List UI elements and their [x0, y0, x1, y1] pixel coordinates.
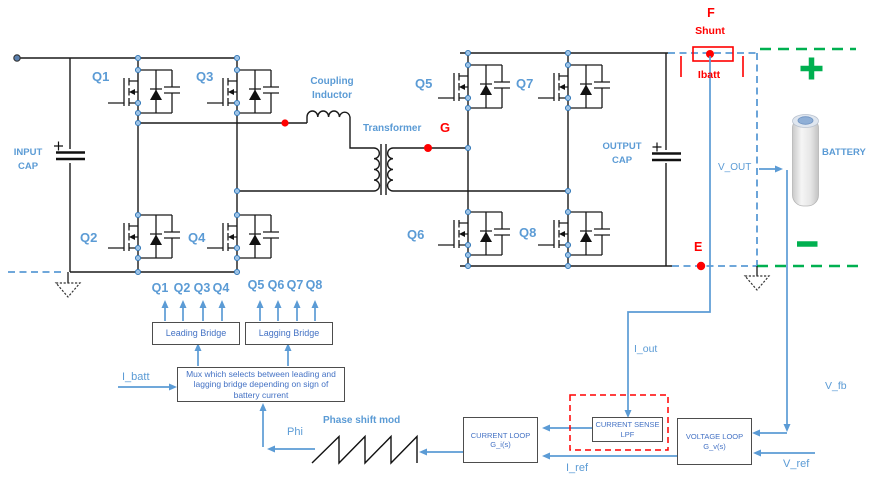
transformer-icon — [373, 144, 394, 195]
current-loop-label-line1: CURRENT LOOP — [470, 430, 531, 440]
mosfet-q2 — [107, 211, 181, 262]
coupling-inductor-label-line2: Inductor — [312, 90, 352, 101]
mosfet-q4 — [206, 211, 280, 262]
v-ref-label: V_ref — [783, 458, 810, 470]
test-point-f-label: F — [707, 6, 715, 20]
lagging-bridge-block: Lagging Bridge — [245, 322, 333, 345]
battery-terminal-dashed-blue — [8, 52, 758, 273]
ground-icon — [743, 266, 771, 291]
mosfet-q6 — [437, 208, 511, 259]
mosfet-q7 — [537, 61, 611, 112]
label-q6: Q6 — [407, 227, 425, 242]
label-q1: Q1 — [92, 69, 110, 84]
current-sense-label-line1: CURRENT SENSE — [595, 420, 660, 430]
control-signal-lines — [118, 56, 815, 460]
input-cap-label-line1: INPUT — [13, 147, 43, 158]
label-q3: Q3 — [196, 69, 214, 84]
mosfet-q3 — [206, 66, 280, 117]
gate-signal-q1: Q1 — [151, 281, 169, 295]
current-sense-lpf-block: CURRENT SENSE LPF — [592, 417, 663, 442]
gate-signal-q8: Q8 — [305, 278, 323, 292]
shunt-label: Shunt — [695, 25, 725, 37]
sawtooth-waveform-icon — [311, 434, 418, 465]
lagging-bridge-label: Lagging Bridge — [258, 327, 320, 338]
test-point-g-label: G — [440, 120, 451, 135]
i-batt-label: I_batt — [122, 371, 150, 383]
voltage-loop-label-line1: VOLTAGE LOOP — [685, 432, 744, 442]
test-point-g-dot — [424, 144, 432, 152]
gate-signal-q2: Q2 — [173, 281, 191, 295]
ibatt-label: Ibatt — [697, 69, 721, 81]
voltage-loop-block: VOLTAGE LOOP G_v(s) — [677, 418, 752, 465]
shunt-resistor-icon — [680, 46, 744, 77]
bridge-phase-node-dot — [281, 119, 289, 127]
input-cap-label-line2: CAP — [17, 161, 39, 172]
v-fb-label: V_fb — [825, 380, 847, 392]
label-q5: Q5 — [415, 76, 433, 91]
coupling-inductor-label-line1: Coupling — [310, 76, 354, 87]
ground-icon — [54, 272, 82, 298]
output-cap-label-line2: CAP — [611, 155, 633, 166]
label-q7: Q7 — [516, 76, 534, 91]
mosfet-q5 — [437, 61, 511, 112]
label-q8: Q8 — [519, 225, 537, 240]
current-sense-label-line2: LPF — [620, 429, 635, 439]
test-point-e-label: E — [694, 240, 703, 254]
input-terminal — [13, 54, 21, 62]
label-q2: Q2 — [80, 230, 98, 245]
mux-block: Mux which selects between leading and la… — [177, 367, 345, 402]
label-q4: Q4 — [188, 230, 206, 245]
gate-signal-q6: Q6 — [267, 278, 285, 292]
voltage-loop-label-line2: G_v(s) — [703, 441, 726, 451]
transformer-label: Transformer — [363, 123, 422, 134]
battery-label: BATTERY — [822, 147, 866, 158]
leading-bridge-block: Leading Bridge — [152, 322, 240, 345]
i-out-feedback-line — [624, 56, 711, 418]
i-ref-label: I_ref — [566, 462, 589, 474]
test-point-e-dot — [696, 261, 706, 271]
coupling-inductor-icon — [306, 110, 351, 118]
output-cap-label-line1: OUTPUT — [602, 141, 642, 152]
gate-signal-q5: Q5 — [247, 278, 265, 292]
mux-description: Mux which selects between leading and la… — [186, 368, 336, 400]
battery-icon — [792, 114, 819, 207]
current-loop-label-line2: G_i(s) — [490, 440, 511, 449]
gate-signal-q7: Q7 — [286, 278, 304, 292]
current-loop-block: CURRENT LOOP G_i(s) — [463, 417, 538, 463]
gate-signal-q4: Q4 — [212, 281, 230, 295]
battery-terminal-dashed-green — [757, 47, 858, 268]
v-out-label: V_OUT — [718, 162, 752, 173]
mosfet-q8 — [537, 208, 611, 259]
battery-positive-icon — [800, 57, 823, 80]
mosfet-q1 — [107, 66, 181, 117]
leading-bridge-label: Leading Bridge — [165, 327, 227, 338]
gate-signal-q3: Q3 — [193, 281, 211, 295]
current-sense-highlight-box — [569, 394, 669, 451]
phi-label: Phi — [287, 426, 303, 438]
junction-dots — [134, 49, 572, 276]
i-out-label: I_out — [634, 343, 658, 355]
phase-shift-mod-label: Phase shift mod — [323, 415, 401, 426]
test-point-f-dot — [706, 50, 714, 58]
